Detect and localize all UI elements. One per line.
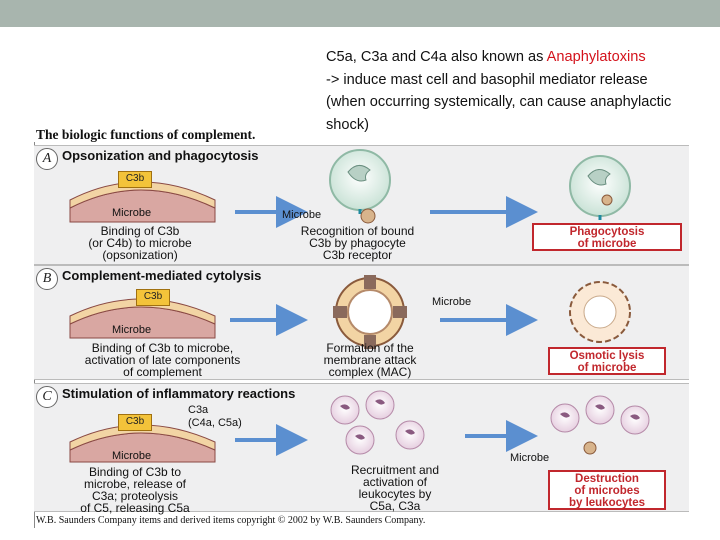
caption-line: Binding of C3b to microbe, (91, 341, 234, 355)
bound-microbe-icon (360, 208, 376, 224)
slide-top-bar (0, 0, 720, 27)
result-line: Osmotic lysis (569, 350, 645, 362)
caption-line: Recognition of bound (300, 224, 415, 238)
panel-a-caption-2: Recognition of bound C3b by phagocyte C3… (265, 225, 450, 261)
result-line: of microbes (574, 485, 640, 497)
panel-c-microbe-shape (69, 424, 216, 463)
panel-c-heading: Stimulation of inflammatory reactions (62, 386, 296, 401)
leukocytes-icon (330, 390, 425, 455)
caption-line: Binding of C3b to (88, 465, 182, 479)
mac-pore-icon (333, 275, 407, 349)
destruction-result-box: Destruction of microbes by leukocytes (548, 470, 666, 510)
panel-c-microbe-label: Microbe (112, 450, 152, 462)
panel-a-letter: A (36, 148, 58, 170)
note-line3: (when occurring systemically, can cause … (326, 94, 672, 110)
caption-line: Formation of the (326, 341, 414, 355)
caption-line: activation of late components (84, 353, 241, 367)
copyright-notice: W.B. Saunders Company items and derived … (36, 515, 426, 526)
panel-c-caption-2: Recruitment and activation of leukocytes… (320, 464, 470, 512)
caption-line: of complement (123, 365, 202, 379)
caption-line: membrane attack (323, 353, 417, 367)
caption-line: activation of (362, 475, 428, 489)
panel-b-c3b-tag: C3b (136, 289, 170, 306)
osmotic-lysis-result-box: Osmotic lysis of microbe (548, 347, 666, 375)
anaphylatoxin-note: C5a, C3a and C4a also known as Anaphylat… (326, 46, 711, 136)
panel-b-microbe-label: Microbe (112, 324, 152, 336)
caption-line: C5a, C3a (369, 499, 421, 513)
note-line4: shock) (326, 116, 369, 133)
panel-a-caption-1: Binding of C3b (or C4b) to microbe (opso… (55, 225, 225, 261)
activated-leukocytes-icon (550, 395, 650, 455)
panel-b-side-microbe-label: Microbe (432, 296, 472, 308)
lysed-microbe-icon (569, 281, 631, 343)
panel-c-c3a-label: C3a (188, 404, 209, 416)
panel-a-microbe-shape (69, 181, 216, 223)
panel-a-microbe-label: Microbe (112, 207, 152, 219)
phagocyte-engulfed-icon (569, 155, 631, 220)
panel-c-c3b-tag: C3b (118, 414, 152, 431)
anaphylatoxins-term: Anaphylatoxins (546, 49, 646, 65)
phagocytosis-result-box: Phagocytosis of microbe (532, 223, 682, 251)
panel-c-caption-1: Binding of C3b to microbe, release of C3… (55, 466, 215, 514)
caption-line: leukocytes by (358, 487, 432, 501)
phagocyte-icon (329, 149, 391, 214)
caption-line: C3a; proteolysis (91, 489, 179, 503)
panel-c-letter: C (36, 386, 58, 408)
panel-b-heading: Complement-mediated cytolysis (62, 268, 262, 283)
panel-c-c3a-sub-label: (C4a, C5a) (188, 417, 242, 429)
panel-b-caption-2: Formation of the membrane attack complex… (295, 342, 445, 378)
panel-a-side-microbe-label: Microbe (282, 209, 322, 221)
note-line2: -> induce mast cell and basophil mediato… (326, 71, 648, 88)
panel-b-microbe-shape (69, 298, 216, 339)
caption-line: microbe, release of (83, 477, 187, 491)
result-line: of microbe (577, 362, 637, 374)
caption-line: of C5, releasing C5a (80, 501, 190, 515)
result-line: Destruction (575, 473, 639, 485)
caption-line: complex (MAC) (328, 365, 412, 379)
caption-line: C3b by phagocyte (309, 236, 406, 250)
figure-title: The biologic functions of complement. (36, 127, 256, 142)
caption-line: Binding of C3b (100, 224, 180, 238)
panel-a-c3b-tag: C3b (118, 171, 152, 188)
panel-c-side-microbe-label: Microbe (510, 452, 550, 464)
caption-line: (or C4b) to microbe (88, 236, 192, 250)
caption-line: Recruitment and (350, 463, 440, 477)
panel-b-letter: B (36, 268, 58, 290)
note-line1-prefix: C5a, C3a and C4a also known as (326, 49, 547, 65)
result-line: of microbe (577, 238, 637, 250)
result-line: Phagocytosis (569, 226, 645, 238)
result-line: by leukocytes (568, 497, 646, 509)
caption-line: C3b receptor (322, 248, 393, 262)
panel-a-heading: Opsonization and phagocytosis (62, 148, 259, 163)
caption-line: (opsonization) (102, 248, 178, 262)
panel-b-caption-1: Binding of C3b to microbe, activation of… (45, 342, 280, 378)
